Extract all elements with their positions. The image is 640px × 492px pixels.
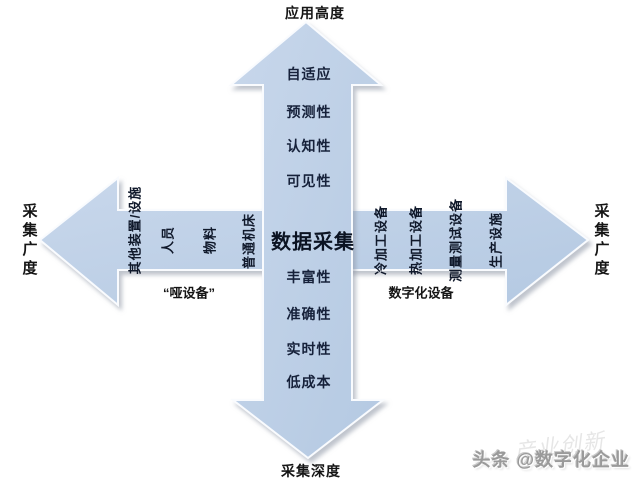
left-item: 其他装置/设施 <box>127 185 143 275</box>
right-item: 热加工设备 <box>408 204 424 276</box>
right-item: 生产设施 <box>488 211 504 269</box>
digital-devices-label: 数字化设备 <box>388 285 454 301</box>
down-item: 低成本 <box>286 374 332 390</box>
top-axis-label: 应用高度 <box>285 5 345 21</box>
bottom-axis-label: 采集深度 <box>281 463 341 479</box>
down-item: 丰富性 <box>286 269 332 285</box>
right-axis-label: 采集广度 <box>592 203 610 279</box>
up-item: 可见性 <box>286 173 332 189</box>
left-item: 人员 <box>160 225 176 255</box>
vertical-double-arrow <box>228 20 386 460</box>
down-item: 实时性 <box>286 341 332 357</box>
dumb-devices-label: “哑设备” <box>162 285 216 301</box>
left-item: 普通机床 <box>241 212 257 270</box>
left-axis-label: 采集广度 <box>20 203 38 279</box>
up-item: 自适应 <box>286 66 332 82</box>
right-item: 冷加工设备 <box>373 204 389 276</box>
watermark: 头条 @数字化企业 <box>472 450 630 470</box>
down-item: 准确性 <box>286 306 332 322</box>
left-item: 物料 <box>202 225 218 255</box>
up-item: 认知性 <box>286 138 332 154</box>
right-item: 测量测试设备 <box>448 197 464 283</box>
up-item: 预测性 <box>286 104 332 120</box>
center-title: 数据采集 <box>271 231 355 254</box>
